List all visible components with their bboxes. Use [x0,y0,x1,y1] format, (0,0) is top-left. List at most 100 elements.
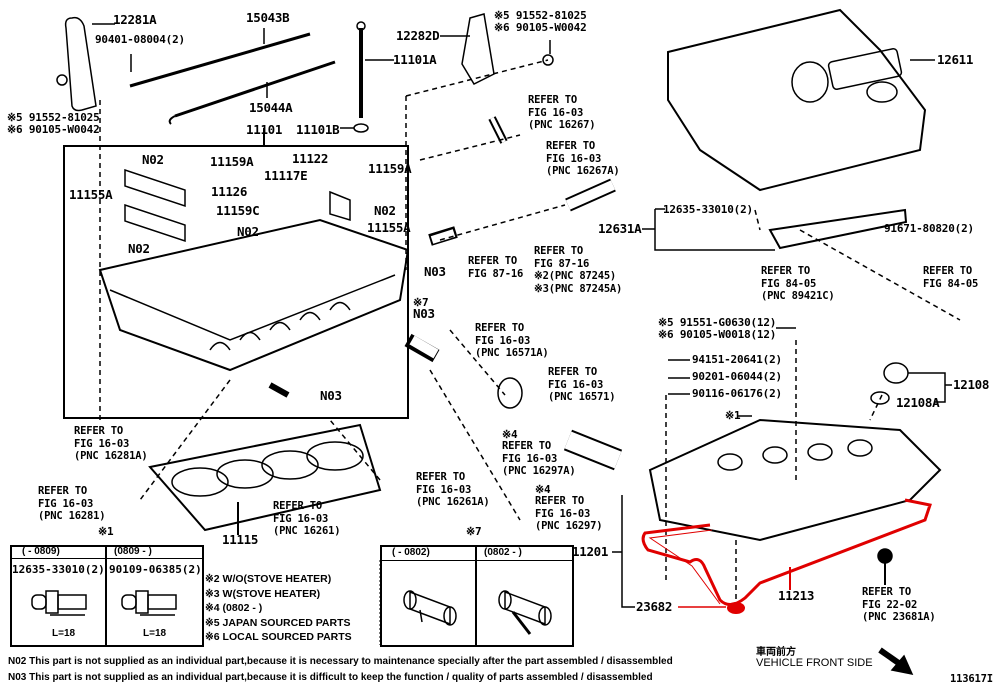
sleeve-icon [409,590,451,626]
legend-item: ※2 W/O(STOVE HEATER) [205,573,332,585]
part-label-11155A[interactable]: 11155A [367,220,411,235]
refer-fig-84-05[interactable]: REFER TO FIG 84-05 [923,265,979,290]
part-label-11201[interactable]: 11201 [572,544,609,559]
part-label-15044A[interactable]: 15044A [249,100,293,115]
part-label-11155A[interactable]: 11155A [69,187,113,202]
part-label-90201[interactable]: 90201-06044(2) [692,370,782,383]
part-label-12631A[interactable]: 12631A [598,221,642,236]
refer-fig-87-16-pnc-87245[interactable]: REFER TO FIG 87-16 ※2(PNC 87245) ※3(PNC … [534,245,623,295]
gasket-seal-23682 [727,602,745,614]
bracket-12281A [64,16,97,112]
refer-fig-87-16[interactable]: REFER TO FIG 87-16 [468,255,524,280]
vehicle-front-jp: 車両前方 [756,647,796,658]
part-label-12611[interactable]: 12611 [937,52,974,67]
note-label-N02[interactable]: N02 [128,241,150,256]
table1-part-after[interactable]: 90109-06385(2) [109,563,202,576]
refer-pnc-16571A[interactable]: REFER TO FIG 16-03 (PNC 16571A) [475,322,549,359]
bolt-icon [31,594,47,610]
engine-cover [667,8,927,192]
part-label-90401[interactable]: 90401-08004(2) [95,33,185,46]
note-label-N03[interactable]: N03 [413,306,435,321]
part-label-23682[interactable]: 23682 [636,599,673,614]
refer-pnc-16267[interactable]: REFER TO FIG 16-03 (PNC 16267) [528,94,596,131]
refer-pnc-23681A[interactable]: REFER TO FIG 22-02 (PNC 23681A) [862,586,936,623]
note-label-N03[interactable]: N03 [320,388,342,403]
bolt-drawings [31,590,177,616]
part-number-91552: ※5 91552-81025 [494,9,587,22]
vehicle-front-label: VEHICLE FRONT SIDE [756,657,873,669]
table1-header-before: ( - 0809) [22,546,60,557]
refer-pnc-16297A[interactable]: REFER TO FIG 16-03 (PNC 16297A) [502,440,576,477]
refer-pnc-16297[interactable]: REFER TO FIG 16-03 (PNC 16297) [535,495,603,532]
refer-pnc-16267A[interactable]: REFER TO FIG 16-03 (PNC 16267A) [546,140,620,177]
part-label-15043B[interactable]: 15043B [246,10,290,25]
part-label-12635-33010[interactable]: 12635-33010(2) [663,203,753,216]
table-divider [10,558,202,559]
mark-7: ※7 [466,525,482,538]
refer-pnc-16261A[interactable]: REFER TO FIG 16-03 (PNC 16261A) [416,471,490,508]
part-number-91551: ※5 91551-G0630(12) [658,316,777,329]
part-label-91671[interactable]: 91671-80820(2) [884,222,974,235]
refer-pnc-89421C[interactable]: REFER TO FIG 84-05 (PNC 89421C) [761,265,835,302]
part-label-11101B[interactable]: 11101B [296,122,340,137]
part-label-12281A[interactable]: 12281A [113,12,157,27]
part-label-11159A[interactable]: 11159A [210,154,254,169]
part-label-11122[interactable]: 11122 [292,151,329,166]
variant-table-7 [380,545,574,647]
part-label-12282D[interactable]: 12282D [396,28,440,43]
cylinder-head [98,218,410,372]
part-label-11101A[interactable]: 11101A [393,52,437,67]
refer-pnc-16261[interactable]: REFER TO FIG 16-03 (PNC 16261) [273,500,341,537]
legend-item: ※3 W(STOVE HEATER) [205,587,321,600]
part-label-11159C[interactable]: 11159C [216,203,260,218]
part-label-12108[interactable]: 12108 [953,377,990,392]
refer-pnc-16281[interactable]: REFER TO FIG 16-03 (PNC 16281) [38,485,106,522]
cylinder-head-cover [648,418,942,542]
direction-arrow-icon [880,650,881,651]
legend-item: ※4 (0802 - ) [205,602,263,614]
part-label-94151[interactable]: 94151-20641(2) [692,353,782,366]
part-label-11117E[interactable]: 11117E [264,168,308,183]
table1-dim-before: L=18 [52,628,76,639]
mark-7: ※7 [413,296,429,309]
part-label-11101[interactable]: 11101 [246,122,283,137]
part-number-91552: ※5 91552-81025 [7,111,100,124]
dual-part-label-left[interactable]: ※5 91552-81025 ※6 90105-W0042 [7,112,100,136]
figure-id: 113617I [950,673,993,685]
variant-table-1 [10,545,204,647]
sleeve-drawings [403,590,552,635]
bolt-icon [121,594,137,610]
cylinder-head-frame [63,145,409,419]
part-label-11126[interactable]: 11126 [211,184,248,199]
note-label-N02[interactable]: N02 [374,203,396,218]
bracket-12282D [461,13,495,85]
part-number-90105: ※6 90105-W0042 [494,21,587,34]
legend-item: ※6 LOCAL SOURCED PARTS [205,631,352,643]
head-gasket [148,423,382,532]
refer-pnc-16571[interactable]: REFER TO FIG 16-03 (PNC 16571) [548,366,616,403]
table-divider [380,560,572,561]
part-label-11159A[interactable]: 11159A [368,161,412,176]
part-label-11213[interactable]: 11213 [778,588,815,603]
part-label-90116[interactable]: 90116-06176(2) [692,387,782,400]
footnote-N02: N02 This part is not supplied as an indi… [8,656,673,667]
table7-header-after: (0802 - ) [484,547,522,558]
note-label-N02[interactable]: N02 [142,152,164,167]
mark-1: ※1 [725,409,741,422]
mark-1: ※1 [98,525,114,538]
head-cover-gasket-highlight [641,498,932,606]
refer-pnc-16281A[interactable]: REFER TO FIG 16-03 (PNC 16281A) [74,425,148,462]
note-label-N02[interactable]: N02 [237,224,259,239]
note-label-N03[interactable]: N03 [424,264,446,279]
table-divider [475,545,477,645]
table1-part-before[interactable]: 12635-33010(2) [12,563,105,576]
part-label-12108A[interactable]: 12108A [896,395,940,410]
table7-header-before: ( - 0802) [392,547,430,558]
table1-header-after: (0809 - ) [114,546,152,557]
dual-part-label-cover-bolts[interactable]: ※5 91551-G0630(12) ※6 90105-W0018(12) [658,317,776,341]
part-label-11115[interactable]: 11115 [222,532,259,547]
dual-part-label-right[interactable]: ※5 91552-81025 ※6 90105-W0042 [494,10,587,34]
footnote-N03: N03 This part is not supplied as an indi… [8,672,653,683]
